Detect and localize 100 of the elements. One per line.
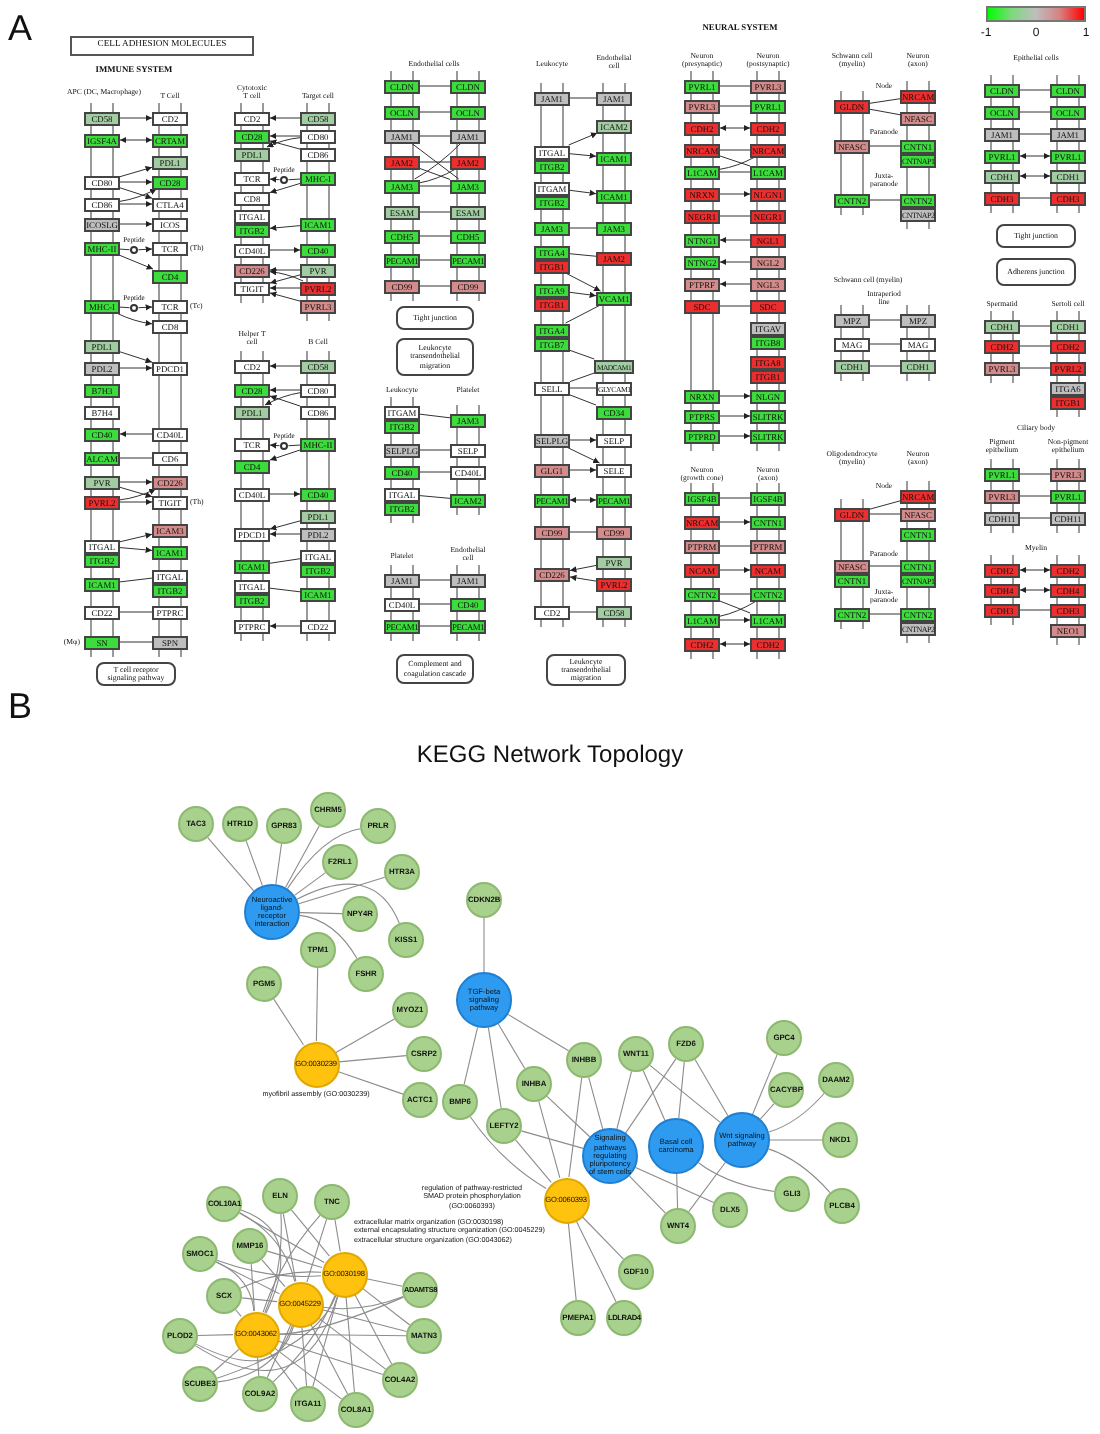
network-edge — [272, 1294, 336, 1383]
arrow — [269, 132, 301, 140]
arrow — [569, 152, 597, 159]
connector-line — [419, 185, 451, 187]
network-edge — [195, 1325, 295, 1362]
arrow — [719, 412, 751, 420]
network-edge — [322, 1296, 404, 1310]
network-edge — [216, 1295, 337, 1379]
connector-line — [869, 199, 901, 201]
connector-line — [719, 85, 751, 87]
arrow — [119, 114, 153, 122]
arrow — [119, 488, 157, 501]
arrow — [269, 224, 301, 231]
network-edge — [212, 1348, 240, 1373]
network-edge — [240, 1209, 282, 1314]
connector-line — [869, 108, 901, 116]
network-edge — [575, 1220, 617, 1303]
network-edge — [768, 1148, 831, 1194]
network-edge — [515, 1139, 552, 1183]
connector-line — [869, 145, 901, 147]
network-edge — [365, 1278, 403, 1287]
connector-line — [419, 211, 451, 213]
connector-line — [719, 171, 751, 173]
connector-line — [719, 545, 751, 547]
network-edge — [768, 1092, 825, 1133]
arrow — [569, 565, 597, 573]
connector-line — [119, 306, 131, 309]
connector-line — [119, 577, 153, 583]
connector-line — [569, 253, 597, 257]
connector-line — [419, 413, 451, 419]
arrow — [119, 546, 153, 554]
arrow — [119, 364, 153, 372]
network-edge — [628, 1175, 666, 1214]
arrow — [269, 274, 301, 285]
network-edge — [306, 1218, 328, 1283]
network-edge — [273, 1347, 343, 1400]
network-edge — [315, 967, 319, 1042]
arrow — [719, 616, 751, 624]
arrow — [269, 266, 301, 274]
connector-line — [569, 372, 595, 383]
network-edge — [245, 840, 263, 887]
network-edge — [649, 1064, 721, 1123]
arrow — [569, 291, 597, 299]
connector-line — [869, 343, 901, 345]
arrow — [119, 187, 153, 200]
arrow — [269, 386, 301, 394]
arrow — [565, 446, 601, 464]
arrow — [569, 496, 597, 504]
compound-dot-icon — [279, 441, 289, 451]
network-edge — [520, 1130, 584, 1149]
arrow — [269, 246, 301, 254]
connector-line — [719, 156, 756, 170]
connector-line — [419, 259, 451, 261]
network-edge — [217, 1325, 293, 1383]
connector-line — [869, 365, 901, 367]
arrow — [269, 490, 301, 498]
arrow — [719, 640, 751, 648]
connector-line — [287, 444, 301, 447]
arrow — [115, 312, 153, 327]
arrow — [119, 220, 153, 228]
network-edge — [294, 872, 327, 896]
arrow — [719, 518, 751, 526]
connector-line — [1019, 473, 1051, 475]
network-edge — [296, 883, 400, 924]
arrow — [119, 188, 157, 202]
connector-line — [419, 168, 457, 184]
network-edge — [194, 1295, 339, 1371]
compound-dot-icon — [279, 175, 289, 185]
arrow — [269, 176, 281, 183]
arrow — [137, 304, 153, 311]
arrow — [269, 530, 301, 538]
arrow — [1019, 586, 1051, 594]
connector-line — [419, 135, 451, 137]
network-edge — [581, 1215, 624, 1260]
network-edge — [207, 837, 255, 892]
network-edge — [317, 1317, 387, 1370]
connector-line — [1019, 197, 1051, 199]
network-edge — [239, 1212, 325, 1263]
network-edge — [345, 1296, 355, 1393]
network-edge — [676, 1173, 679, 1209]
network-edge — [361, 1287, 411, 1326]
network-edge — [277, 1340, 384, 1376]
network-edge — [759, 1102, 775, 1120]
network-edge — [239, 1271, 322, 1289]
network-edge — [273, 998, 304, 1046]
arrow — [269, 442, 281, 449]
connector-line — [419, 111, 451, 113]
network-edge — [752, 1054, 778, 1115]
network-edge — [694, 1059, 729, 1117]
network-edge — [338, 1055, 407, 1063]
arrow — [1019, 152, 1051, 160]
network-edge — [497, 1023, 526, 1070]
network-edge — [625, 1058, 677, 1134]
connector-line — [1019, 325, 1051, 327]
connector-line — [569, 97, 597, 99]
arrow — [569, 574, 597, 582]
network-edge — [678, 1061, 685, 1119]
connector-line — [419, 168, 451, 180]
arrow — [719, 566, 751, 574]
connector-line — [719, 305, 751, 307]
